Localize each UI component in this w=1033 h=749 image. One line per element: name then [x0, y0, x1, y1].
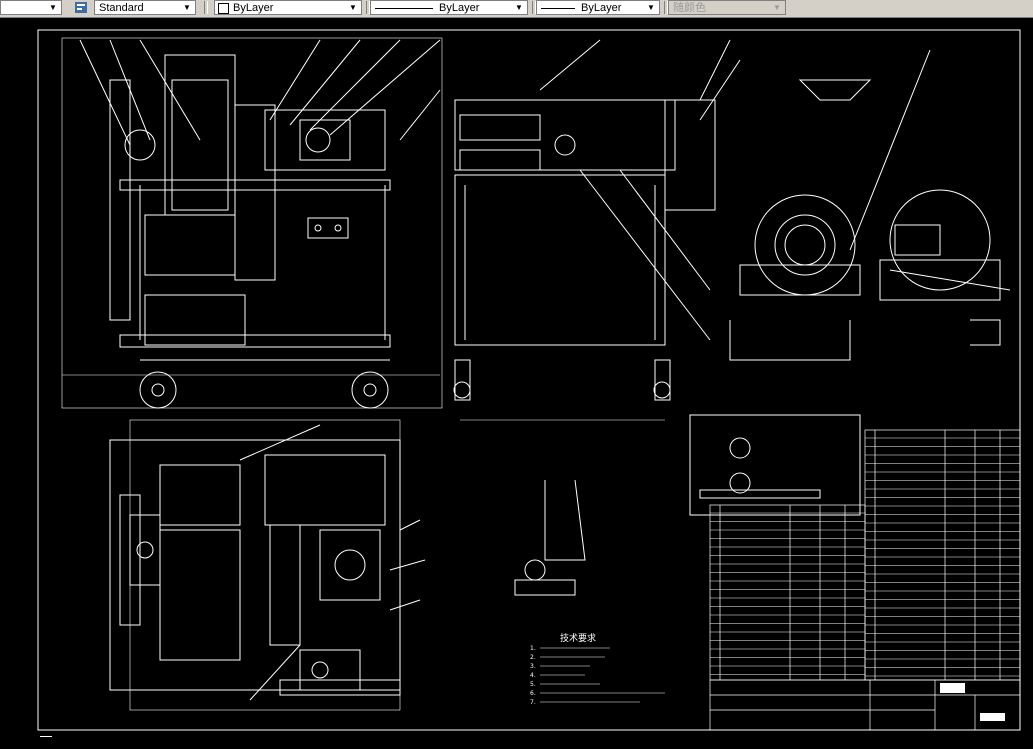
- parts-list-rows: [710, 437, 1020, 677]
- plotstyle-value: 随颜色: [673, 2, 706, 14]
- toolbar-separator: [366, 1, 370, 14]
- title-block: [709, 679, 1021, 731]
- tech-note: 3.: [530, 663, 536, 670]
- tech-note-lines: [540, 647, 665, 703]
- toolbar-separator: [204, 1, 208, 14]
- front-view: [61, 37, 443, 409]
- tech-requirements: 技术要求 1. 2. 3. 4. 5. 6. 7.: [530, 632, 596, 706]
- linetype-value: ByLayer: [439, 2, 480, 14]
- textstyle-value: Standard: [99, 2, 144, 14]
- toolbar-separator: [664, 1, 668, 14]
- section-views: [729, 49, 1011, 361]
- lineweight-select[interactable]: ByLayer ▼: [536, 0, 660, 15]
- tech-note: 6.: [530, 690, 536, 697]
- chevron-down-icon: ▼: [515, 3, 523, 12]
- tech-note: 5.: [530, 681, 536, 688]
- tech-note: 1.: [530, 645, 536, 652]
- tech-note: 2.: [530, 654, 536, 661]
- detail-view: [514, 479, 586, 596]
- side-view: [453, 39, 741, 421]
- properties-toolbar: ▼ Standard ▼ ByLayer ▼ ByLayer ▼ ByLayer…: [0, 0, 1033, 18]
- lineweight-value: ByLayer: [581, 2, 622, 14]
- connector-detail: [689, 414, 861, 516]
- parts-list-table: [709, 429, 1021, 681]
- chevron-down-icon: ▼: [647, 3, 655, 12]
- linetype-sample: [375, 8, 433, 9]
- toolbar-left-dropdown[interactable]: ▼: [0, 0, 62, 15]
- tech-title: 技术要求: [560, 632, 596, 644]
- chevron-down-icon: ▼: [183, 3, 191, 12]
- color-value: ByLayer: [233, 2, 274, 14]
- chevron-down-icon: ▼: [349, 3, 357, 12]
- linetype-select[interactable]: ByLayer ▼: [370, 0, 528, 15]
- top-view: [109, 419, 426, 711]
- color-swatch-icon: [218, 3, 229, 14]
- drawing-canvas[interactable]: 技术要求 1. 2. 3. 4. 5. 6. 7.: [0, 18, 1033, 744]
- textstyle-icon[interactable]: [74, 1, 90, 16]
- lineweight-sample: [541, 8, 575, 9]
- toolbar-separator: [532, 1, 536, 14]
- color-select[interactable]: ByLayer ▼: [214, 0, 362, 15]
- textstyle-select[interactable]: Standard ▼: [94, 0, 196, 15]
- cursor-crosshair: [40, 736, 52, 737]
- sheet-border: [37, 29, 1021, 731]
- plotstyle-select[interactable]: 随颜色 ▼: [668, 0, 786, 15]
- chevron-down-icon: ▼: [49, 3, 57, 12]
- chevron-down-icon: ▼: [773, 3, 781, 12]
- cad-drawing: 技术要求 1. 2. 3. 4. 5. 6. 7.: [37, 29, 1021, 731]
- tech-note: 7.: [530, 699, 536, 706]
- tech-note: 4.: [530, 672, 536, 679]
